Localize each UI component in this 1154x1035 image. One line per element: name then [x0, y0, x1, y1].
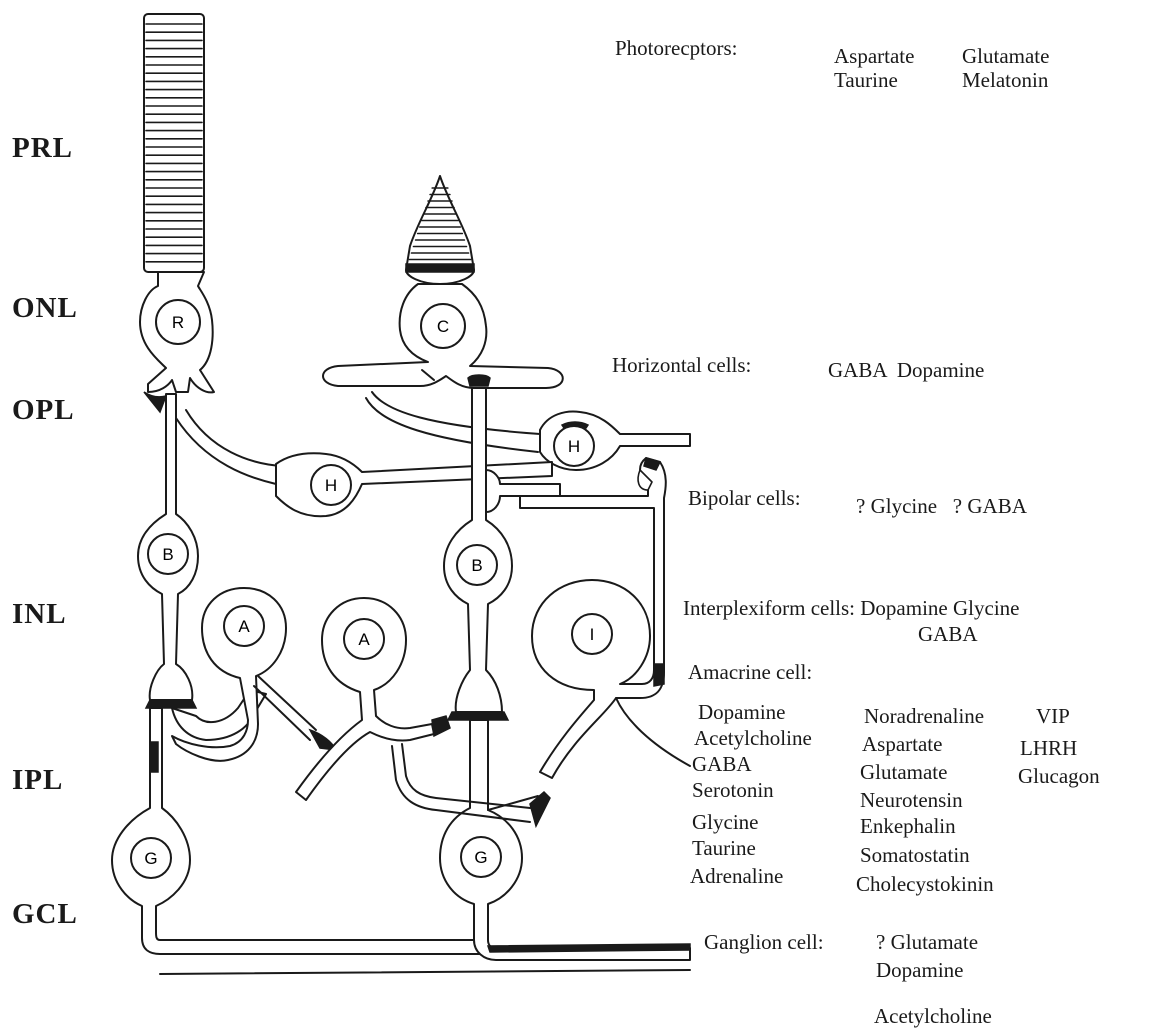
ganglion-value-3: Acetylcholine — [874, 1004, 992, 1028]
layer-label-opl: OPL — [12, 394, 75, 427]
amacrine-cell-2: A — [296, 598, 450, 800]
ganglion-label: Ganglion cell: — [704, 930, 824, 954]
amacrine-col2-4: Neurotensin — [860, 788, 963, 812]
ganglion-2-letter: G — [474, 848, 487, 867]
horizontal-cell-2: H — [366, 392, 690, 470]
amacrine-col2-3: Glutamate — [860, 760, 947, 784]
bipolar-values: ? Glycine ? GABA — [856, 494, 1027, 518]
amacrine-col2-1: Noradrenaline — [864, 704, 984, 728]
amacrine-col1-7: Adrenaline — [690, 864, 783, 888]
layer-label-ipl: IPL — [12, 764, 63, 797]
amacrine-col1-1: Dopamine — [698, 700, 785, 724]
layer-label-onl: ONL — [12, 292, 78, 325]
cone-cell: C — [323, 176, 563, 388]
horizontal-label: Horizontal cells: — [612, 353, 751, 377]
photoreceptors-col1-2: Taurine — [834, 68, 898, 92]
photoreceptors-col1-1: Aspartate — [834, 44, 914, 68]
horizontal-2-letter: H — [568, 437, 580, 456]
amacrine-col3-1: VIP — [1036, 704, 1070, 728]
amacrine-col1-4: Serotonin — [692, 778, 774, 802]
amacrine-label: Amacrine cell: — [688, 660, 812, 684]
amacrine-2-letter: A — [358, 630, 370, 649]
horizontal-1-letter: H — [325, 476, 337, 495]
amacrine-col1-5: Glycine — [692, 810, 758, 834]
rod-outer-segment — [144, 14, 204, 272]
rod-cell: R — [140, 272, 214, 392]
ganglion-1-letter: G — [144, 849, 157, 868]
amacrine-col1-2: Acetylcholine — [694, 726, 812, 750]
photoreceptors-col2-1: Glutamate — [962, 44, 1049, 68]
interplexiform-line2: GABA — [918, 622, 978, 646]
cone-bipolar-letter: B — [471, 556, 482, 575]
ganglion-cell-1: G — [112, 708, 480, 954]
interplexiform-letter: I — [590, 625, 595, 644]
interplexiform-cell: I — [520, 458, 690, 778]
ganglion-value-1: ? Glutamate — [876, 930, 978, 954]
amacrine-col2-5: Enkephalin — [860, 814, 956, 838]
amacrine-col2-2: Aspartate — [862, 732, 942, 756]
interplexiform-label: Interplexiform cells: Dopamine Glycine — [683, 596, 1019, 620]
amacrine-col1-6: Taurine — [692, 836, 756, 860]
rod-bipolar-letter: B — [162, 545, 173, 564]
amacrine-col2-6: Somatostatin — [860, 843, 970, 867]
rod-letter: R — [172, 313, 184, 332]
photoreceptors-col2-2: Melatonin — [962, 68, 1048, 92]
cone-letter: C — [437, 317, 449, 336]
bipolar-label: Bipolar cells: — [688, 486, 801, 510]
amacrine-col3-3: Glucagon — [1018, 764, 1100, 788]
layer-label-gcl: GCL — [12, 898, 78, 931]
amacrine-col2-7: Cholecystokinin — [856, 872, 994, 896]
amacrine-col1-3: GABA — [692, 752, 752, 776]
amacrine-col3-2: LHRH — [1020, 736, 1077, 760]
amacrine-1-letter: A — [238, 617, 250, 636]
optic-fibers — [160, 970, 690, 974]
ganglion-value-2: Dopamine — [876, 958, 963, 982]
layer-label-prl: PRL — [12, 132, 73, 165]
horizontal-values: GABA Dopamine — [828, 358, 984, 382]
layer-label-inl: INL — [12, 598, 67, 631]
photoreceptors-label: Photorecptors: — [615, 36, 737, 60]
